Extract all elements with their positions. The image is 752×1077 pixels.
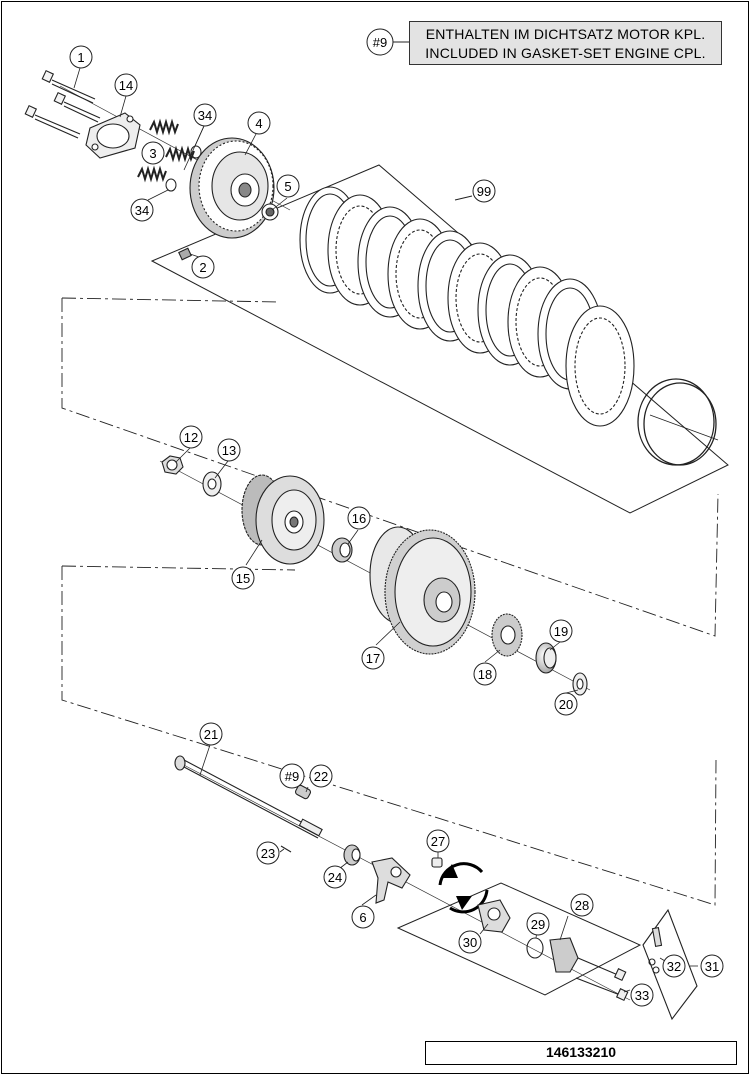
callouts: 1 14 34 4 3 5 34 2 99 12 13 16 15 19 17 … (69, 45, 724, 1007)
svg-text:15: 15 (236, 571, 250, 586)
svg-text:34: 34 (135, 203, 149, 218)
svg-text:18: 18 (478, 667, 492, 682)
svg-text:#9: #9 (373, 35, 387, 50)
svg-text:99: 99 (477, 184, 491, 199)
o-rings (165, 145, 202, 192)
callout-29: 29 (526, 912, 550, 936)
note-ref-marker: #9 (366, 28, 409, 56)
callout-31: 31 (700, 954, 724, 978)
svg-text:27: 27 (431, 834, 445, 849)
slave-cylinder-parts (477, 899, 579, 973)
callout-20: 20 (554, 692, 578, 716)
svg-text:22: 22 (314, 769, 328, 784)
clutch-springs (137, 118, 195, 183)
svg-text:31: 31 (705, 959, 719, 974)
callout-2: 2 (191, 255, 215, 279)
callout-16: 16 (347, 506, 371, 530)
note-line-english: INCLUDED IN GASKET-SET ENGINE CPL. (425, 45, 706, 61)
hub-nut-and-washer (161, 455, 222, 497)
rotation-arrow (438, 862, 489, 914)
callout-30: 30 (458, 930, 482, 954)
svg-text:4: 4 (255, 116, 262, 131)
callout-hash9: #9 (279, 763, 305, 789)
wire-rings (637, 378, 719, 466)
plate-set-box (150, 164, 729, 514)
svg-text:16: 16 (352, 511, 366, 526)
drawing-number: 146133210 (425, 1041, 737, 1065)
svg-text:28: 28 (575, 898, 589, 913)
callout-1: 1 (69, 45, 93, 69)
pressure-plate (178, 137, 279, 261)
svg-text:30: 30 (463, 935, 477, 950)
release-bearing-and-lever (343, 844, 411, 904)
outer-clutch-basket (369, 526, 476, 655)
svg-text:3: 3 (149, 146, 156, 161)
lock-pin (431, 857, 443, 868)
svg-text:34: 34 (198, 108, 212, 123)
clutch-plates (299, 186, 635, 427)
svg-text:24: 24 (328, 870, 342, 885)
callout-21: 21 (199, 722, 223, 746)
callout-28: 28 (570, 893, 594, 917)
svg-text:19: 19 (554, 624, 568, 639)
note-line-german: ENTHALTEN IM DICHTSATZ MOTOR KPL. (425, 26, 706, 42)
cylinder-bolts (575, 957, 629, 1002)
callout-19: 19 (549, 619, 573, 643)
cover-set-box (396, 882, 642, 996)
callout-12: 12 (179, 425, 203, 449)
callout-99: 99 (472, 179, 496, 203)
callout-34b: 34 (130, 198, 154, 222)
svg-text:6: 6 (359, 910, 366, 925)
callout-4: 4 (247, 111, 271, 135)
callout-24: 24 (323, 865, 347, 889)
gasket-set-note: ENTHALTEN IM DICHTSATZ MOTOR KPL. INCLUD… (409, 21, 722, 65)
svg-text:32: 32 (667, 959, 681, 974)
hub-bearing (331, 537, 353, 563)
inner-clutch-hub (241, 474, 325, 565)
callout-32: 32 (662, 954, 686, 978)
callout-34: 34 (193, 103, 217, 127)
callout-13: 13 (217, 438, 241, 462)
svg-text:33: 33 (635, 988, 649, 1003)
dashed-assembly-lines (61, 297, 719, 906)
callout-14: 14 (114, 73, 138, 97)
callout-27: 27 (426, 829, 450, 853)
callout-22: 22 (309, 764, 333, 788)
svg-text:29: 29 (531, 917, 545, 932)
callout-17: 17 (361, 646, 385, 670)
cover-bolts (24, 69, 101, 139)
callout-5: 5 (276, 174, 300, 198)
callout-33: 33 (630, 983, 654, 1007)
svg-text:2: 2 (199, 260, 206, 275)
callout-15: 15 (231, 566, 255, 590)
svg-text:13: 13 (222, 443, 236, 458)
callout-18: 18 (473, 662, 497, 686)
svg-text:21: 21 (204, 727, 218, 742)
callout-6: 6 (351, 905, 375, 929)
primary-gear-parts (491, 613, 588, 696)
svg-text:#9: #9 (285, 769, 299, 784)
svg-text:20: 20 (559, 697, 573, 712)
svg-text:23: 23 (261, 846, 275, 861)
svg-text:5: 5 (284, 179, 291, 194)
callout-3: 3 (141, 141, 165, 165)
leader-lines (73, 67, 698, 993)
svg-text:12: 12 (184, 430, 198, 445)
svg-text:17: 17 (366, 651, 380, 666)
callout-23: 23 (256, 841, 280, 865)
svg-text:14: 14 (119, 78, 133, 93)
push-rod (174, 755, 323, 853)
svg-text:1: 1 (77, 50, 84, 65)
pressure-cap (85, 112, 141, 159)
